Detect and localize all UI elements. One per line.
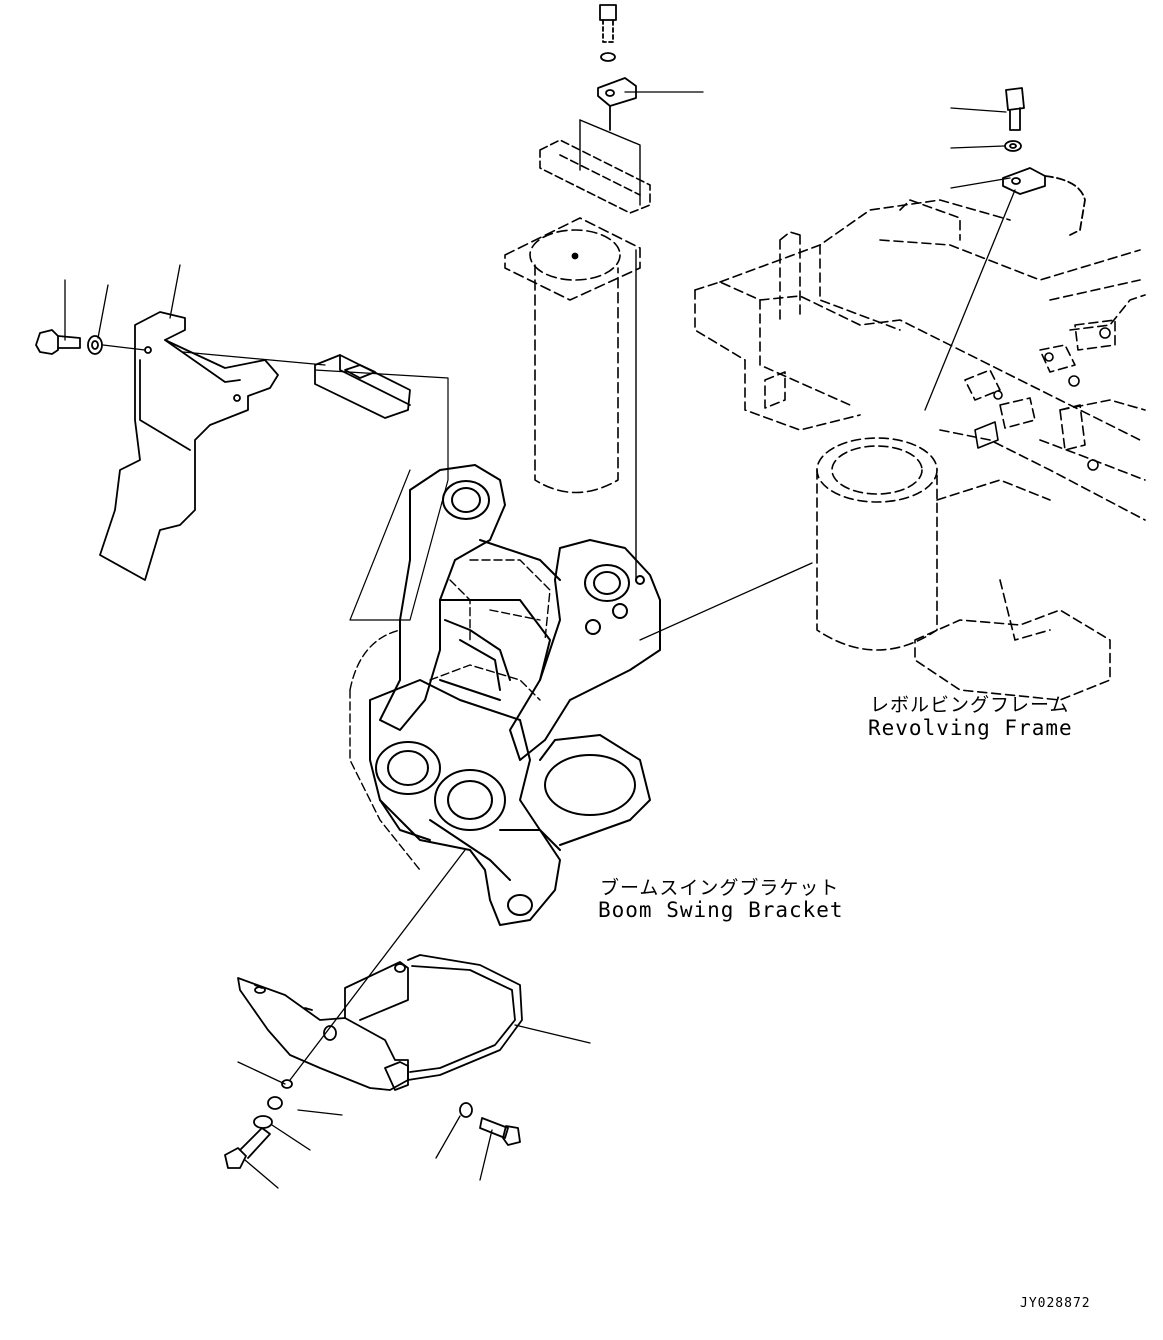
boom-swing-bracket-label-en: Boom Swing Bracket	[598, 898, 844, 922]
frame-clamp-fasteners	[1002, 87, 1086, 236]
bottom-cover-assembly	[224, 954, 523, 1169]
frame-fittings	[974, 327, 1111, 471]
boom-swing-bracket-label-jp: ブームスイングブラケット	[600, 877, 840, 899]
drawing-code: JY028872	[1020, 1296, 1091, 1311]
left-cover-assembly	[35, 311, 449, 621]
revolving-frame	[694, 199, 1146, 701]
boom-swing-bracket-hidden	[349, 559, 551, 871]
boom-swing-bracket	[369, 464, 661, 926]
revolving-frame-label-jp: レボルビングフレーム	[870, 694, 1070, 716]
leader-lines	[64, 91, 1016, 1189]
center-pin-assembly	[504, 4, 651, 581]
revolving-frame-label-en: Revolving Frame	[868, 716, 1073, 740]
